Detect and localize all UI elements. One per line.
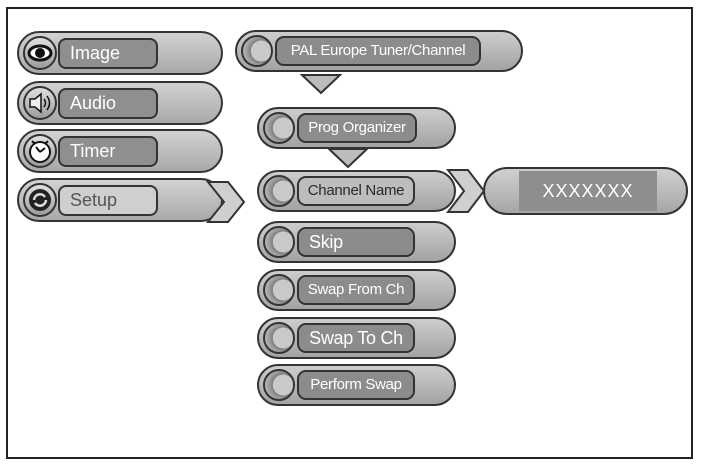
clock-icon <box>23 134 57 168</box>
channel-name-value: XXXXXXX <box>519 171 657 211</box>
chevron-down-icon <box>300 74 342 95</box>
chevron-right-icon <box>206 181 246 223</box>
submenu-item-label: Swap From Ch <box>297 275 415 305</box>
crescent-icon <box>263 274 295 306</box>
crescent-icon <box>263 369 295 401</box>
submenu-item-swap-to-ch[interactable]: Swap To Ch <box>257 317 456 359</box>
menu-item-timer[interactable]: Timer <box>17 129 223 173</box>
channel-name-value-field[interactable]: XXXXXXX <box>483 167 688 215</box>
submenu-item-skip[interactable]: Skip <box>257 221 456 263</box>
eye-icon <box>23 36 57 70</box>
refresh-icon <box>23 183 57 217</box>
crescent-icon <box>241 35 273 67</box>
submenu-item-label: Swap To Ch <box>297 323 415 353</box>
tuner-channel-header[interactable]: PAL Europe Tuner/Channel <box>235 30 523 72</box>
prog-organizer-item[interactable]: Prog Organizer <box>257 107 456 149</box>
menu-item-setup[interactable]: Setup <box>17 178 223 222</box>
crescent-icon <box>263 175 295 207</box>
submenu-item-channel-name[interactable]: Channel Name <box>257 170 456 212</box>
submenu-item-perform-swap[interactable]: Perform Swap <box>257 364 456 406</box>
menu-item-setup-label: Setup <box>58 185 158 216</box>
submenu-item-label: Channel Name <box>297 176 415 206</box>
menu-item-image-label: Image <box>58 38 158 69</box>
menu-item-audio[interactable]: Audio <box>17 81 223 125</box>
crescent-icon <box>263 322 295 354</box>
chevron-right-icon <box>446 169 486 213</box>
menu-item-image[interactable]: Image <box>17 31 223 75</box>
menu-item-audio-label: Audio <box>58 88 158 119</box>
crescent-icon <box>263 226 295 258</box>
submenu-item-label: Skip <box>297 227 415 257</box>
submenu-item-swap-from-ch[interactable]: Swap From Ch <box>257 269 456 311</box>
prog-organizer-label: Prog Organizer <box>297 113 417 143</box>
menu-item-timer-label: Timer <box>58 136 158 167</box>
submenu-item-label: Perform Swap <box>297 370 415 400</box>
crescent-icon <box>263 112 295 144</box>
chevron-down-icon <box>327 148 369 169</box>
tuner-channel-label: PAL Europe Tuner/Channel <box>275 36 481 66</box>
speaker-icon <box>23 86 57 120</box>
